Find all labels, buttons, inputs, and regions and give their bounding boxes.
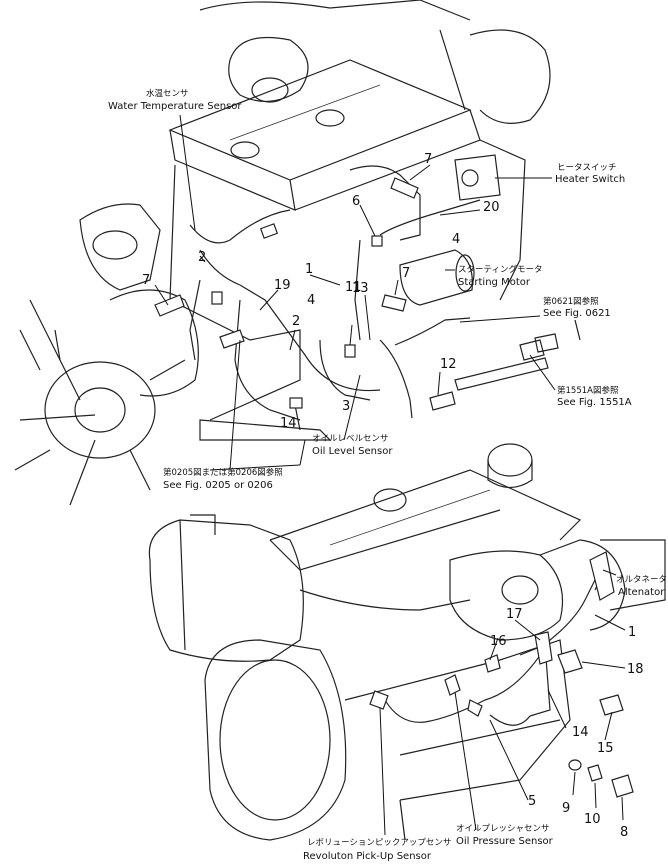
part-number: 19 <box>274 278 291 293</box>
water-temp-label: Water Temperature Sensor <box>108 101 242 112</box>
see-0205-label-jp: 第0205図または第0206図参照 <box>163 467 283 478</box>
oil-level-label-jp: オイルレベルセンサ <box>312 434 389 444</box>
part-number: 6 <box>352 194 360 209</box>
part-number: 20 <box>483 200 500 215</box>
part-number: 2 <box>198 250 206 265</box>
part-number: 8 <box>620 825 628 840</box>
part-number: 7 <box>402 266 410 281</box>
part-number: 15 <box>597 741 614 756</box>
alternator-label: Altenator <box>618 587 665 598</box>
heater-switch-label: Heater Switch <box>555 174 625 185</box>
part-number: 9 <box>562 801 570 816</box>
upper-engine-drawing <box>14 0 581 506</box>
part-number: 1 <box>628 625 636 640</box>
see-1551a-label-jp: 第1551A図参照 <box>557 385 619 396</box>
upper-bolts <box>154 177 456 411</box>
part-number: 2 <box>292 314 300 329</box>
water-temp-label-jp: 水温センサ <box>146 88 189 99</box>
part-number: 11 <box>345 280 362 295</box>
upper-leader-lines <box>154 114 556 471</box>
lower-bolts <box>467 649 634 798</box>
part-number: 5 <box>528 794 536 809</box>
starting-motor-label: Starting Motor <box>458 277 531 288</box>
part-number: 4 <box>452 232 460 247</box>
lower-engine-drawing <box>148 443 666 841</box>
oil-level-label: Oil Level Sensor <box>312 446 393 457</box>
part-number: 3 <box>342 399 350 414</box>
callout-labels: 水温センサ Water Temperature Sensor ヒータスイッチ H… <box>108 88 667 862</box>
lower-leader-lines <box>379 569 626 836</box>
see-0621-label: See Fig. 0621 <box>543 308 611 319</box>
part-number: 14 <box>572 725 589 740</box>
revolution-sensor-label: Revoluton Pick-Up Sensor <box>303 851 432 862</box>
part-number: 17 <box>506 607 523 622</box>
see-0621-label-jp: 第0621図参照 <box>543 296 599 307</box>
part-number: 12 <box>440 357 457 372</box>
starting-motor-label-jp: スターティングモータ <box>458 264 543 275</box>
upper-wiring-harness <box>189 199 481 431</box>
part-number: 18 <box>627 662 644 677</box>
part-number: 10 <box>584 812 601 827</box>
part-number: 13 <box>352 281 369 296</box>
oil-pressure-label-jp: オイルプレッシャセンサ <box>456 824 550 834</box>
lower-wiring-harness <box>369 551 615 723</box>
upper-part-numbers: 7 6 20 4 7 1 13 11 4 7 2 19 2 12 3 14 <box>142 152 500 431</box>
alternator-label-jp: オルタネータ <box>616 575 667 585</box>
part-number: 14 <box>280 416 297 431</box>
lower-part-numbers: 17 16 1 18 14 15 5 9 10 8 <box>490 607 644 840</box>
heater-switch-label-jp: ヒータスイッチ <box>557 163 617 173</box>
part-number: 4 <box>307 293 315 308</box>
oil-pressure-label: Oil Pressure Sensor <box>456 836 554 847</box>
see-0205-label: See Fig. 0205 or 0206 <box>163 480 273 491</box>
part-number: 16 <box>490 634 507 649</box>
part-number: 7 <box>424 152 432 167</box>
revolution-sensor-label-jp: レボリューションピックアップセンサ <box>307 838 451 848</box>
part-number: 1 <box>305 262 313 277</box>
see-1551a-label: See Fig. 1551A <box>557 397 632 408</box>
part-number: 7 <box>142 273 150 288</box>
